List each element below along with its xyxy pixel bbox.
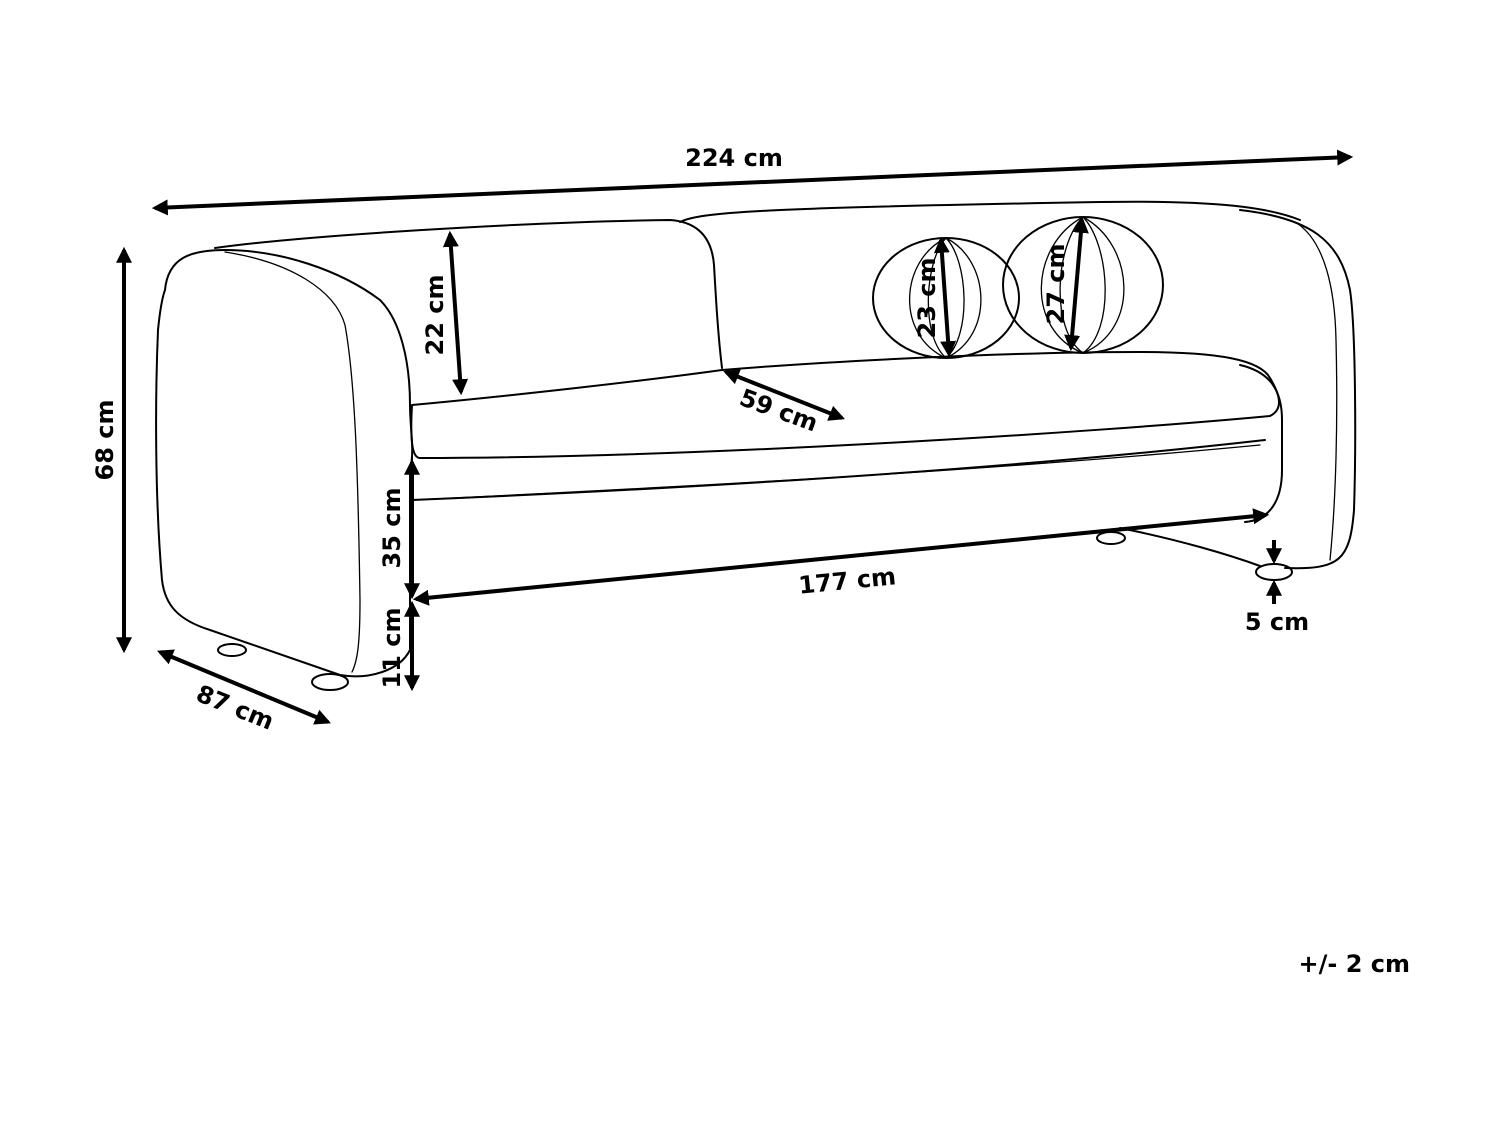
label-clearance: 11 cm (378, 608, 406, 689)
backrest-left (214, 219, 723, 369)
label-total-width: 224 cm (685, 144, 783, 172)
label-leg-height: 5 cm (1245, 608, 1309, 636)
tolerance-note: +/- 2 cm (1298, 950, 1410, 978)
foot-front-right (1255, 563, 1293, 581)
label-seat-width: 177 cm (797, 562, 897, 599)
dim-line-depth (157, 649, 331, 725)
label-pillow-large: 27 cm (1042, 244, 1070, 325)
dim-line-pillow-small (933, 236, 957, 358)
frame-underside (1119, 527, 1261, 567)
sofa-drawing (155, 200, 1357, 691)
seat-front (411, 439, 1266, 501)
left-armrest-seam (224, 251, 361, 673)
label-backrest-height: 22 cm (421, 275, 449, 356)
dim-line-seat-depth (723, 369, 845, 421)
seat-cushion (410, 351, 1280, 459)
backrest-right (679, 200, 1301, 223)
dim-line-pillow-large (1064, 216, 1089, 352)
pillow-large (1002, 216, 1164, 354)
dim-line-backrest (442, 230, 469, 396)
label-total-height: 68 cm (91, 400, 119, 481)
right-armrest-seam (1294, 221, 1338, 561)
dim-line-seat-width (412, 508, 1270, 606)
foot-back-left (217, 643, 247, 657)
label-depth: 87 cm (192, 679, 278, 735)
seat-bottom-edge (413, 444, 1261, 501)
label-seat-height: 35 cm (378, 488, 406, 569)
right-armrest (1239, 209, 1357, 570)
dimension-lines (116, 149, 1354, 725)
foot-back-right (1096, 531, 1126, 545)
left-armrest (155, 249, 414, 678)
dim-line-total-width (151, 149, 1354, 216)
foot-front-left (311, 673, 349, 691)
label-pillow-small: 23 cm (913, 258, 941, 339)
